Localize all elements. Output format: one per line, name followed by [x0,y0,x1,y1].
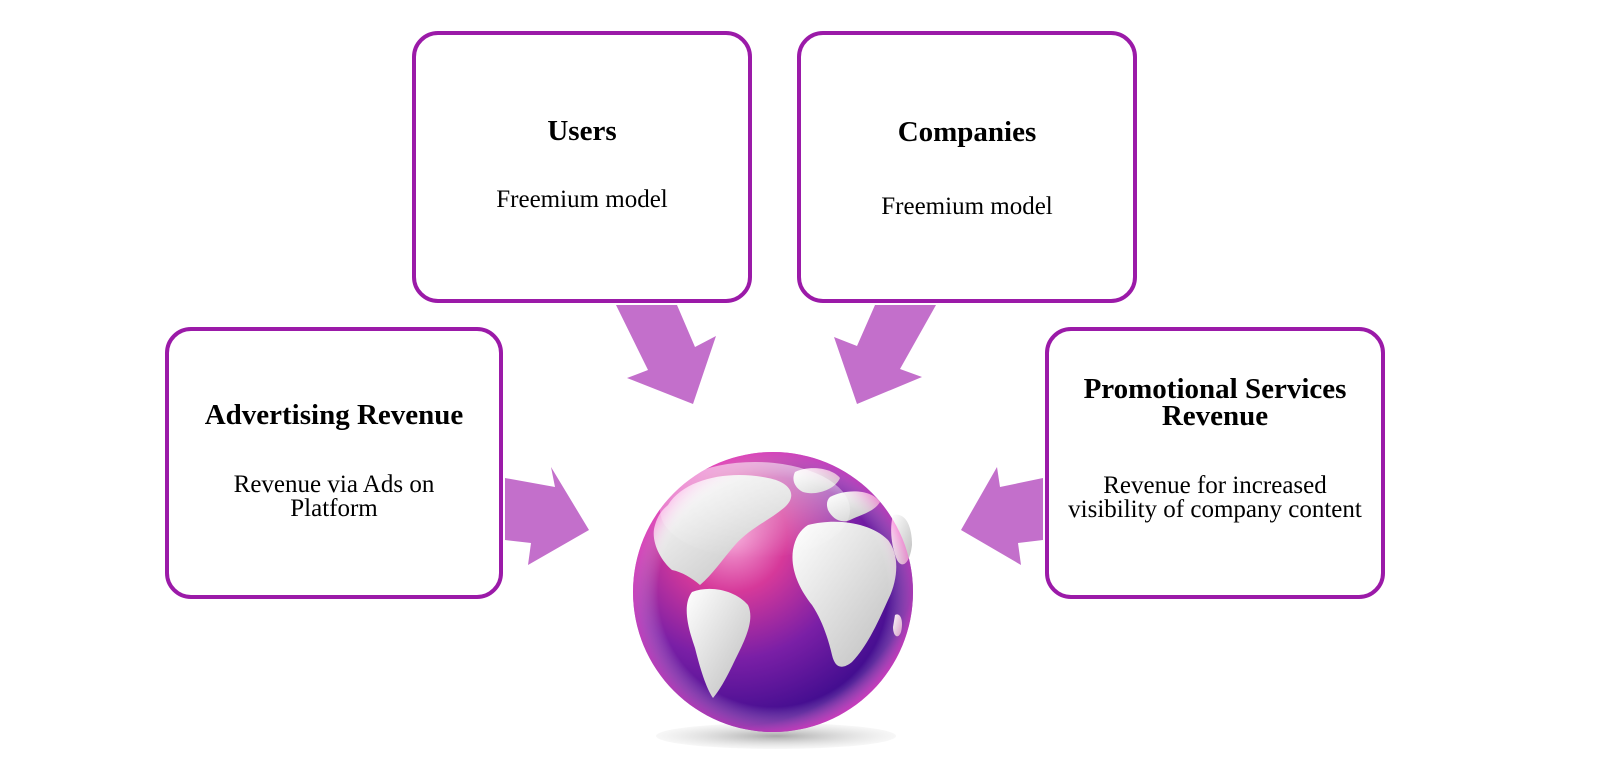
companies-card: Companies Freemium model [797,31,1137,303]
arrow-advertising [505,467,589,565]
arrow-promotional [961,467,1043,565]
globe-shadow [656,723,896,749]
arrow-users [616,305,716,404]
advertising-revenue-description: Revenue via Ads on Platform [233,471,435,522]
arrow-companies [834,305,936,404]
promotional-services-card: Promotional Services Revenue Revenue for… [1045,327,1385,599]
globe-gloss [660,462,850,558]
advertising-revenue-card: Advertising Revenue Revenue via Ads on P… [165,327,503,599]
users-description: Freemium model [496,186,668,213]
users-card: Users Freemium model [412,31,752,303]
companies-title: Companies [897,116,1037,148]
users-title: Users [547,115,617,147]
companies-description: Freemium model [881,193,1053,220]
advertising-revenue-title: Advertising Revenue [204,399,464,431]
globe-icon [633,452,913,749]
promotional-services-title: Promotional Services Revenue [1083,373,1347,432]
promotional-services-description: Revenue for increased visibility of comp… [1068,472,1362,523]
